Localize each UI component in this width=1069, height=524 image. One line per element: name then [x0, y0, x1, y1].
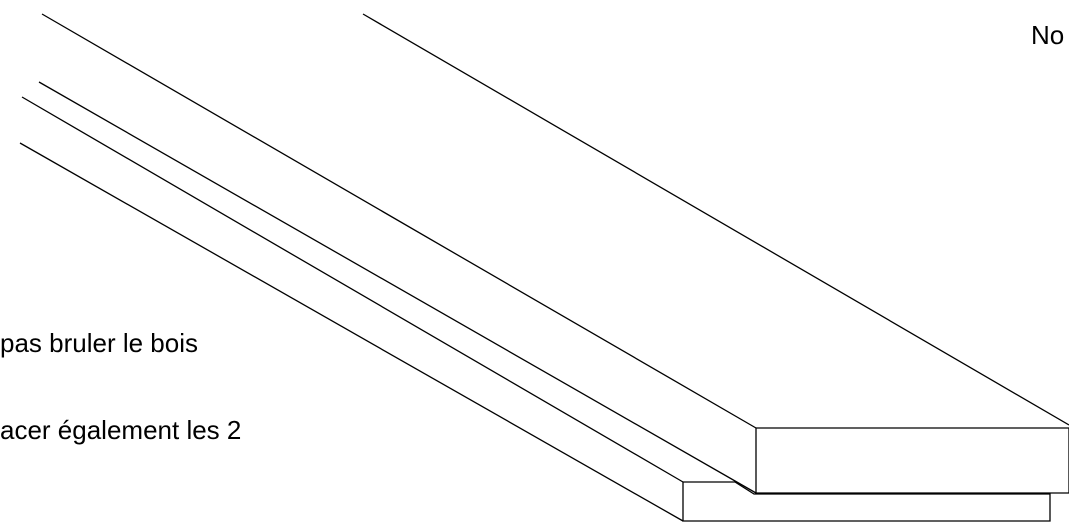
- instruction-line-1: pas bruler le bois: [0, 328, 198, 358]
- lower-plank-front-face: [682, 481, 1051, 522]
- lower-plank-top-edge: [21, 96, 684, 483]
- upper-plank-bottom-edge: [38, 81, 757, 494]
- corner-label: No: [1031, 20, 1065, 50]
- upper-plank-front-face: [755, 427, 1069, 494]
- lower-plank-bottom-edge: [19, 142, 684, 522]
- upper-plank-top-front-edge: [41, 13, 757, 429]
- instruction-line-2: acer également les 2: [0, 415, 242, 445]
- upper-plank-top-back-edge: [362, 13, 1069, 426]
